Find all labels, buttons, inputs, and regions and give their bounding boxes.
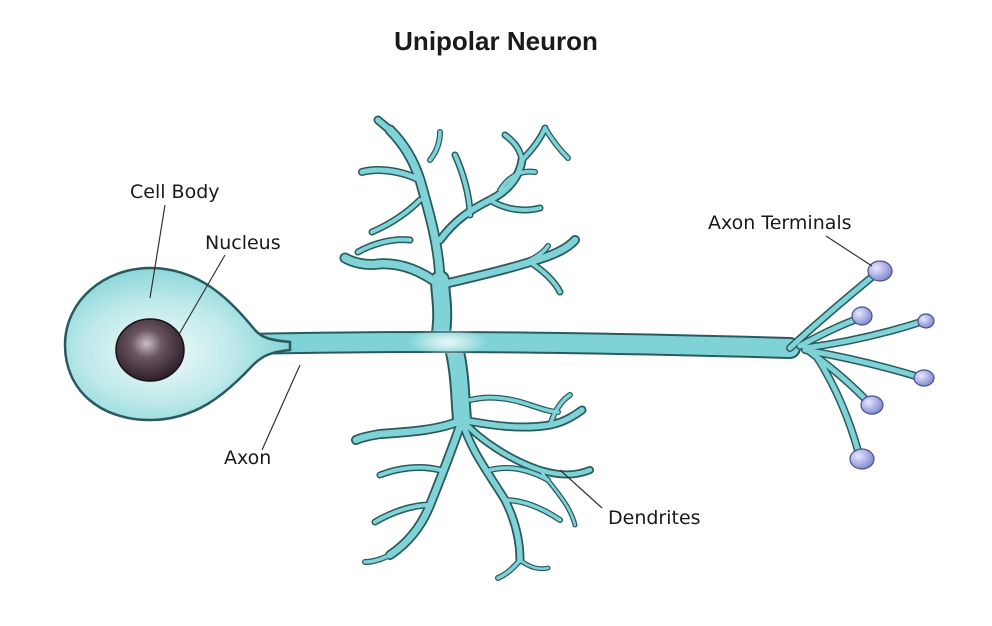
leader-cell-body — [149, 204, 166, 299]
leader-axon-terminals — [825, 235, 873, 267]
terminal-bulb — [860, 395, 884, 415]
label-axon-terminals: Axon Terminals — [708, 212, 852, 234]
terminal-bulb — [849, 448, 875, 470]
terminal-bulb — [917, 313, 935, 329]
terminal-bulb — [913, 369, 935, 387]
axon-terminal-bulbs — [849, 260, 935, 470]
leader-axon — [261, 364, 301, 451]
label-axon: Axon — [224, 447, 272, 469]
dendrites-upper — [339, 115, 580, 350]
terminal-bulb — [851, 306, 873, 326]
label-dendrites: Dendrites — [608, 507, 701, 529]
label-nucleus: Nucleus — [205, 232, 281, 254]
terminal-bulb — [867, 260, 893, 282]
nucleus — [115, 318, 185, 382]
diagram-title: Unipolar Neuron — [394, 26, 598, 56]
leader-dendrites — [559, 469, 603, 509]
leader-lines — [149, 204, 873, 509]
leader-nucleus — [177, 254, 226, 337]
dendrites-lower — [351, 342, 594, 581]
axon-terminal-branches — [786, 268, 928, 462]
label-cell-body: Cell Body — [130, 181, 220, 203]
axon-junction-highlight — [408, 328, 488, 356]
